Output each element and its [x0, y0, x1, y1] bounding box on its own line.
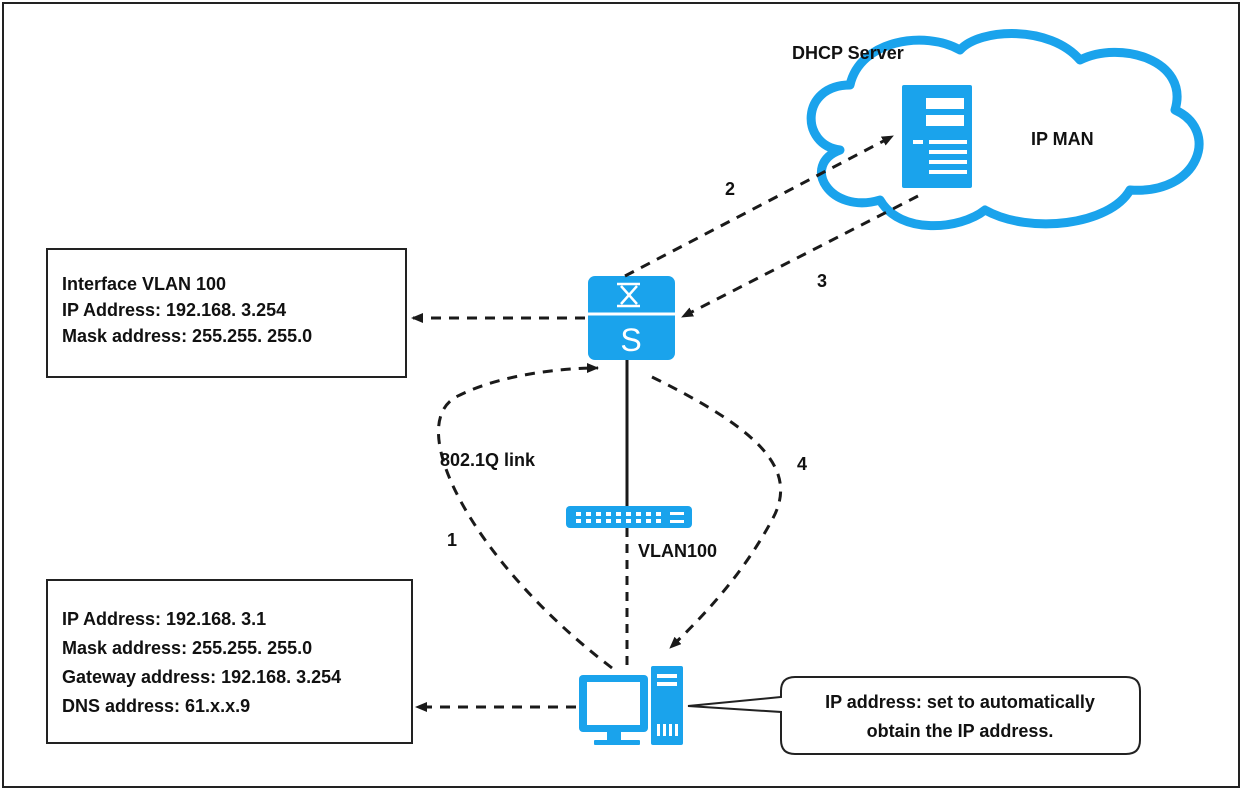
pc-icon: [579, 666, 683, 745]
access-switch-icon: [566, 506, 692, 528]
interface-line-1: Interface VLAN 100: [62, 274, 226, 294]
client-line-3: Gateway address: 192.168. 3.254: [62, 667, 341, 687]
vlan-label: VLAN100: [638, 541, 717, 561]
client-line-2: Mask address: 255.255. 255.0: [62, 638, 312, 658]
svg-text:S: S: [620, 322, 641, 358]
link-type-label: 802.1Q link: [440, 450, 536, 470]
step-3-label: 3: [817, 271, 827, 291]
dhcp-server-icon: [902, 85, 972, 188]
arrow-step-2: [624, 134, 894, 278]
interface-line-3: Mask address: 255.255. 255.0: [62, 326, 312, 346]
step-4-label: 4: [797, 454, 807, 474]
client-line-1: IP Address: 192.168. 3.1: [62, 609, 266, 629]
interface-info-box: Interface VLAN 100 IP Address: 192.168. …: [46, 248, 407, 378]
step-1-label: 1: [447, 530, 457, 550]
client-info-box: IP Address: 192.168. 3.1 Mask address: 2…: [46, 579, 413, 744]
client-line-4: DNS address: 61.x.x.9: [62, 696, 250, 716]
arrow-step-4: [651, 375, 783, 650]
step-2-label: 2: [725, 179, 735, 199]
callout-line-2: obtain the IP address.: [867, 721, 1054, 741]
interface-line-2: IP Address: 192.168. 3.254: [62, 300, 286, 320]
ip-man-label: IP MAN: [1031, 129, 1094, 149]
arrow-step-3: [681, 194, 919, 319]
callout-box: IP address: set to automatically obtain …: [687, 676, 1141, 755]
callout-line-1: IP address: set to automatically: [825, 692, 1095, 712]
dhcp-server-title: DHCP Server: [792, 43, 904, 63]
l3-switch-icon: S: [588, 276, 675, 360]
